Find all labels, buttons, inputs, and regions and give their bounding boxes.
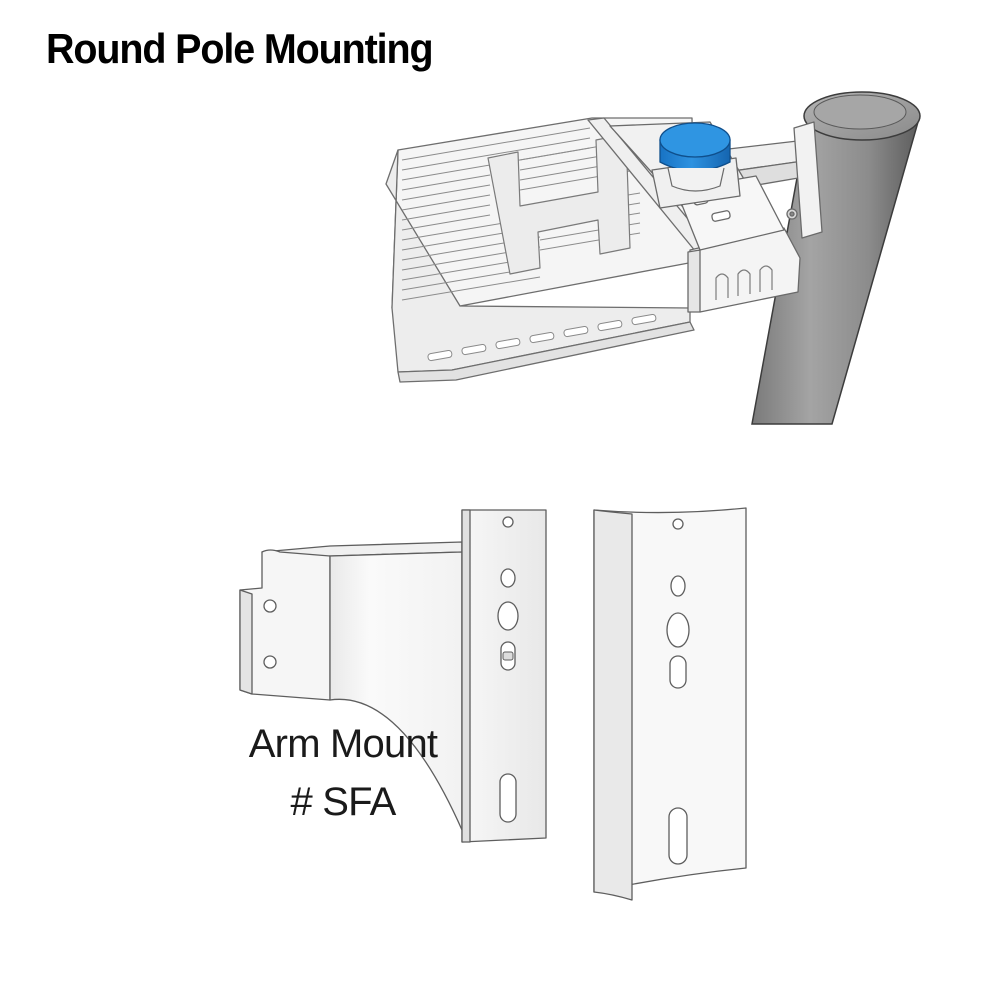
page-title: Round Pole Mounting <box>46 25 434 72</box>
pole-plate <box>793 121 823 239</box>
photocell-sensor <box>659 122 731 192</box>
arm-mount-flange <box>239 549 331 701</box>
caption-part-number: # SFA <box>290 780 397 824</box>
mounting-arm <box>719 121 823 239</box>
pole <box>751 91 921 425</box>
arm-mount-bracket <box>239 541 463 831</box>
pole-adapter-plate <box>593 507 747 901</box>
arm-mount-plate <box>461 509 547 843</box>
luminaire-housing <box>385 117 713 383</box>
caption-arm-mount: Arm Mount <box>248 722 438 766</box>
